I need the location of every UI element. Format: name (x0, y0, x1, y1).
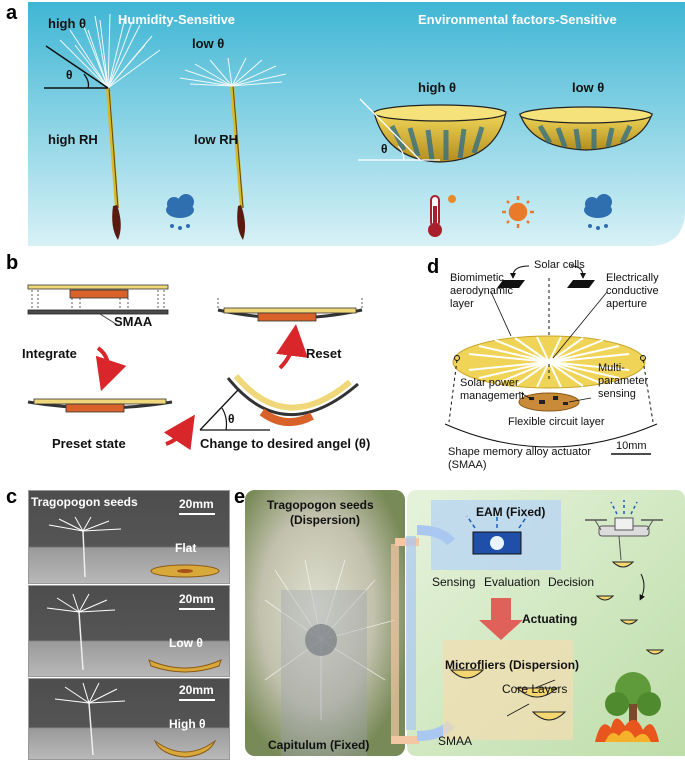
falling-microfliers (595, 595, 665, 655)
sun-icon (502, 196, 534, 228)
label-low-theta: low θ (192, 36, 225, 51)
label-reset: Reset (306, 346, 342, 361)
panel-e-diagram (245, 490, 685, 756)
panel-a-background (28, 2, 685, 246)
label-actuating: Actuating (522, 612, 578, 626)
label-preset-state: Preset state (52, 436, 126, 451)
bowl-high-theta (358, 98, 507, 163)
label-solar-power-1: Solar power (460, 377, 519, 389)
actuating-arrow (479, 598, 523, 640)
label-low-rh: low RH (194, 132, 239, 147)
label-bowl-low-theta: low θ (572, 80, 605, 95)
dandelion-low-theta (179, 57, 287, 240)
label-evaluation: Evaluation (484, 575, 541, 589)
label-bowl-high-theta: high θ (418, 80, 457, 95)
title-environmental-sensitive: Environmental factors-Sensitive (418, 12, 617, 27)
panel-a-letter: a (6, 2, 18, 24)
bowl-low-theta (519, 106, 653, 151)
label-sma-1: Shape memory alloy actuator (448, 446, 592, 458)
rain-cloud-icon (166, 194, 194, 230)
label-sma-2: (SMAA) (448, 459, 487, 471)
smaa-outline (444, 359, 658, 448)
scale-label-low: 20mm (179, 592, 214, 606)
thermometer-icon (428, 195, 456, 237)
label-seeds-dispersion-2: (Dispersion) (290, 513, 361, 527)
panel-b-letter: b (6, 252, 19, 274)
reset-arrow (276, 324, 308, 370)
drone-icon (585, 500, 663, 601)
scale-label-high: 20mm (179, 683, 214, 697)
label-electric-1: Electrically (606, 272, 659, 284)
label-core-layers: Core Layers (502, 682, 568, 696)
label-solar-power-2: management (460, 390, 525, 402)
label-seeds-dispersion-1: Tragopogon seeds (267, 498, 374, 512)
label-capitulum: Capitulum (Fixed) (268, 738, 370, 752)
solar-cells (497, 280, 595, 288)
panel-e-letter: e (234, 486, 246, 508)
panel-d-letter: d (427, 256, 440, 278)
label-electric-3: aperture (606, 298, 647, 310)
label-microfliers: Microfliers (Dispersion) (445, 658, 580, 672)
aerodynamic-disc (452, 335, 646, 389)
label-tragopogon-seeds: Tragopogon seeds (31, 495, 138, 509)
label-smaa-e: SMAA (438, 734, 473, 748)
label-high-theta-photo: High θ (169, 717, 206, 731)
label-decision: Decision (548, 575, 595, 589)
change-arrow (163, 414, 195, 451)
bent-structure (199, 374, 359, 431)
label-electric-2: conductive (606, 285, 659, 297)
label-solar-cells: Solar cells (534, 259, 585, 271)
microflier-bowls (449, 669, 567, 721)
label-scale-10mm: 10mm (616, 440, 647, 452)
capitulum-highlight (281, 590, 367, 756)
flexible-circuit-board (518, 392, 580, 412)
dandelion-high-theta (44, 13, 161, 240)
forest-fire-icon (595, 672, 661, 742)
scale-bar-low (179, 608, 215, 610)
panel-c-letter: c (6, 486, 18, 508)
label-integrate: Integrate (22, 346, 77, 361)
label-sensing: Sensing (432, 575, 476, 589)
rain-cloud-icon (584, 194, 612, 230)
title-humidity-sensitive: Humidity-Sensitive (118, 12, 236, 27)
label-change-angle: Change to desired angel (θ) (200, 436, 371, 451)
photo-low-theta: 20mm Low θ (28, 585, 230, 677)
label-high-rh: high RH (48, 132, 98, 147)
label-multi-2: parameter (598, 375, 649, 387)
photo-flat: Tragopogon seeds 20mm Flat (28, 490, 230, 584)
label-smaa: SMAA (114, 314, 153, 329)
label-multi-1: Multi- (598, 362, 625, 374)
label-biomimetic-2: aerodynamic (450, 285, 513, 297)
scale-bar-high (179, 699, 215, 701)
preset-state-structure (27, 398, 173, 413)
label-bowl-theta: θ (381, 142, 388, 156)
label-bent-theta: θ (228, 412, 235, 426)
reset-structure (217, 298, 363, 322)
label-flexible-circuit: Flexible circuit layer (508, 416, 605, 428)
label-high-theta: high θ (48, 16, 87, 31)
label-biomimetic-1: Biomimetic (450, 272, 504, 284)
label-flat: Flat (175, 541, 197, 555)
panel-d-diagram (444, 265, 658, 455)
label-biomimetic-3: layer (450, 298, 474, 310)
photo-high-theta: 20mm High θ (28, 678, 230, 760)
label-low-theta-photo: Low θ (169, 636, 203, 650)
scale-label-flat: 20mm (179, 497, 214, 511)
panel-b-diagram (27, 284, 363, 451)
label-multi-3: sensing (598, 388, 636, 400)
integrate-arrow (95, 346, 127, 392)
label-theta: θ (66, 68, 73, 82)
scale-bar-flat (179, 513, 215, 515)
label-eam: EAM (Fixed) (476, 505, 546, 519)
exploded-layers (27, 284, 169, 325)
